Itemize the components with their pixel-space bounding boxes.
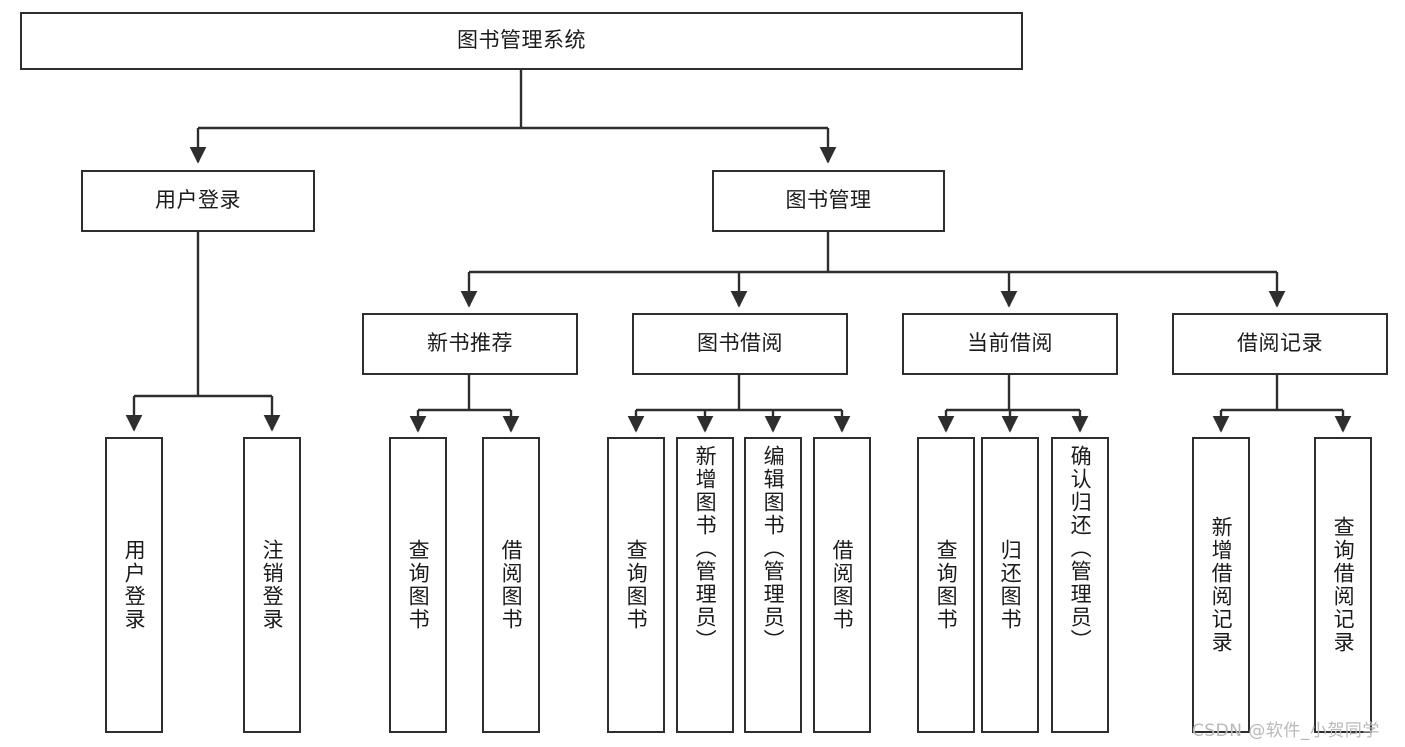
- node-book-manage[interactable]: 图书管理: [712, 170, 945, 232]
- node-new-book-rec-label: 新书推荐: [427, 331, 513, 356]
- node-user-login[interactable]: 用户登录: [81, 170, 315, 232]
- node-leaf-borrow-edit[interactable]: 编辑图书（管理员）: [744, 437, 802, 733]
- node-leaf-rec-borrow[interactable]: 借阅图书: [482, 437, 540, 733]
- node-borrow-record[interactable]: 借阅记录: [1172, 313, 1388, 375]
- node-current-borrow-label: 当前借阅: [967, 331, 1053, 356]
- node-leaf-rec-add-label: 新增借阅记录: [1209, 516, 1234, 654]
- node-leaf-borrow-query-label: 查询图书: [624, 539, 649, 631]
- node-book-manage-label: 图书管理: [785, 188, 872, 213]
- node-current-borrow[interactable]: 当前借阅: [902, 313, 1118, 375]
- node-book-borrow-label: 图书借阅: [697, 331, 783, 356]
- node-leaf-user-logout[interactable]: 注销登录: [243, 437, 301, 733]
- node-leaf-cur-return-label: 归还图书: [998, 539, 1023, 631]
- node-root-label: 图书管理系统: [457, 28, 586, 53]
- node-leaf-rec-add[interactable]: 新增借阅记录: [1192, 437, 1250, 733]
- node-leaf-cur-query[interactable]: 查询图书: [917, 437, 975, 733]
- node-leaf-borrow-add[interactable]: 新增图书（管理员）: [676, 437, 734, 733]
- node-leaf-borrow-query[interactable]: 查询图书: [607, 437, 665, 733]
- node-leaf-rec-query[interactable]: 查询图书: [389, 437, 447, 733]
- node-leaf-user-login[interactable]: 用户登录: [105, 437, 163, 733]
- node-book-borrow[interactable]: 图书借阅: [632, 313, 848, 375]
- node-leaf-user-logout-label: 注销登录: [260, 539, 285, 631]
- node-leaf-borrow-lend[interactable]: 借阅图书: [813, 437, 871, 733]
- node-leaf-rec-search-label: 查询借阅记录: [1331, 516, 1356, 654]
- node-new-book-rec[interactable]: 新书推荐: [362, 313, 578, 375]
- node-leaf-cur-confirm[interactable]: 确认归还（管理员）: [1051, 437, 1109, 733]
- node-leaf-borrow-edit-label: 编辑图书（管理员）: [761, 445, 786, 652]
- node-leaf-cur-query-label: 查询图书: [934, 539, 959, 631]
- node-leaf-borrow-add-label: 新增图书（管理员）: [693, 445, 718, 652]
- node-leaf-rec-query-label: 查询图书: [406, 539, 431, 631]
- csdn-watermark: CSDN @软件_小贺同学: [1192, 721, 1380, 741]
- node-leaf-cur-confirm-label: 确认归还（管理员）: [1068, 445, 1093, 652]
- node-leaf-user-login-label: 用户登录: [122, 539, 147, 631]
- node-root[interactable]: 图书管理系统: [20, 12, 1023, 70]
- node-leaf-borrow-lend-label: 借阅图书: [830, 539, 855, 631]
- node-user-login-label: 用户登录: [155, 188, 241, 213]
- node-leaf-rec-search[interactable]: 查询借阅记录: [1314, 437, 1372, 733]
- node-leaf-rec-borrow-label: 借阅图书: [499, 539, 524, 631]
- node-leaf-cur-return[interactable]: 归还图书: [981, 437, 1039, 733]
- node-borrow-record-label: 借阅记录: [1237, 331, 1323, 356]
